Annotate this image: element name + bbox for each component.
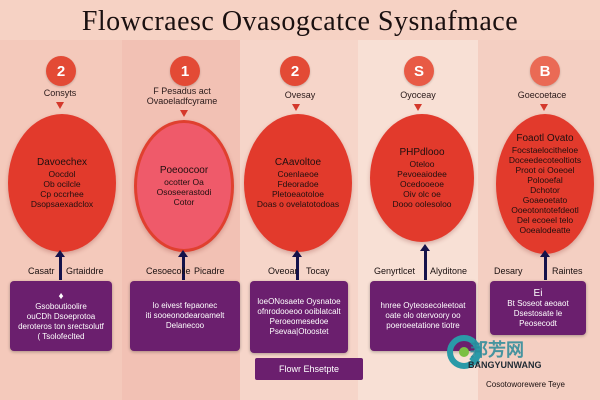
up-arrow-icon: [420, 244, 430, 280]
step-mid-label-left: Desary: [494, 266, 523, 276]
step-mid-label-left: Casatr: [28, 266, 55, 276]
down-arrow-icon: [540, 104, 548, 111]
step-mid-label-left: Genyrtlcet: [374, 266, 416, 276]
up-arrow-icon: [292, 250, 302, 280]
step-card[interactable]: loeONosaete Oysnatoe ofnrodooeoo ooiblat…: [250, 281, 348, 353]
step-top-label: Consyts: [43, 88, 77, 98]
step-circle[interactable]: PHPdlooo Oteloo Pevoeaiodee Ocedooeoe Oi…: [370, 114, 474, 242]
step-top-label: Oyoceay: [400, 90, 436, 100]
step-mid-label-right: Tocay: [306, 266, 330, 276]
bottom-note: Cosotoworewere Teye: [486, 380, 566, 389]
step-1: 2 Consyts Davoechex Oocdol Ob ocilcle Cp…: [0, 0, 120, 400]
step-5: B Goecoetace Foaotl Ovato Focstaelocithe…: [478, 0, 598, 400]
up-arrow-icon: [178, 250, 188, 280]
step-circle[interactable]: Poeoocoor ocotter Oa Ososeerastodi Cotor: [134, 120, 234, 252]
step-2: 1 F Pesadus act Ovaoeladfcyrame Poeoocoo…: [122, 0, 242, 400]
step-card-icon: Ei: [533, 287, 543, 299]
step-card[interactable]: ♦ Gsoboutioolire ouCDh Dsoeprotoa derote…: [10, 281, 112, 351]
down-arrow-icon: [180, 110, 188, 117]
down-arrow-icon: [292, 104, 300, 111]
step-card[interactable]: lo eivest fepaonec iti sooeonodearoamelt…: [130, 281, 240, 351]
step-3: 2 Ovesay CAavoltoe Coenlaeoe Fdeoradoe P…: [240, 0, 360, 400]
step-badge: 2: [280, 56, 310, 86]
up-arrow-icon: [55, 250, 65, 280]
down-arrow-icon: [414, 104, 422, 111]
step-badge: S: [404, 56, 434, 86]
step-mid-label-left: Cesoecolle: [146, 266, 191, 276]
page-title: Flowcraesc Ovasogcatce Sysnafmace: [81, 6, 519, 37]
diamond-icon: ♦: [58, 290, 64, 302]
step-top-label: Ovesay: [284, 90, 316, 100]
step-mid-label-right: Alyditone: [430, 266, 468, 276]
step-mid-label-left: Oveoar: [268, 266, 298, 276]
step-top-label: F Pesadus act Ovaoeladfcyrame: [146, 86, 218, 106]
up-arrow-icon: [540, 250, 550, 280]
step-top-label: Goecoetace: [517, 90, 567, 100]
watermark-brand: 邦芳网: [470, 340, 524, 360]
step-card[interactable]: Ei Bt Soseot aeoaot Dsestosate le Peosec…: [490, 281, 586, 335]
step-circle[interactable]: Davoechex Oocdol Ob ocilcle Cp occrhee D…: [8, 114, 116, 252]
step-badge: 1: [170, 56, 200, 86]
step-badge: 2: [46, 56, 76, 86]
footer-label-box: Flowr Ehsetpte: [255, 358, 363, 380]
watermark-subtitle: BANGYUNWANG: [468, 360, 542, 370]
down-arrow-icon: [56, 102, 64, 109]
watermark-logo-icon: [447, 335, 481, 369]
step-mid-label-right: Raintes: [552, 266, 583, 276]
step-badge: B: [530, 56, 560, 86]
step-mid-label-right: Grtaiddre: [66, 266, 104, 276]
step-circle[interactable]: CAavoltoe Coenlaeoe Fdeoradoe Pletoeaoto…: [244, 114, 352, 252]
step-circle[interactable]: Foaotl Ovato Focstaelocitheloe Doceedeco…: [496, 114, 594, 254]
step-mid-label-right: Picadre: [194, 266, 225, 276]
